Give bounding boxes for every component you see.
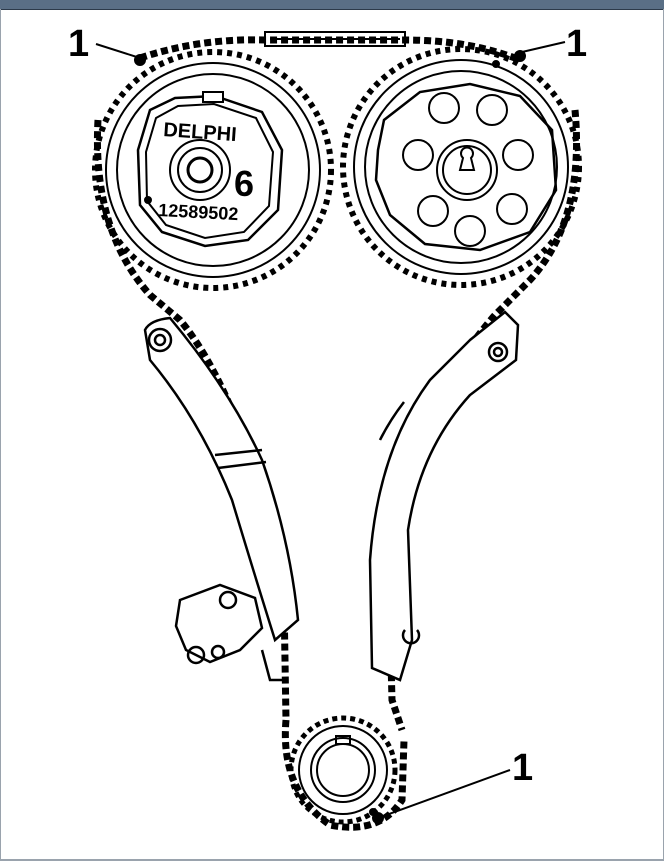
window-title-bar [0,0,664,10]
window-bottom-bar [0,860,664,868]
callout-1-top-left: 1 [68,23,89,65]
callout-leader-top-right [521,41,566,53]
sprocket-part-number: 12589502 [158,200,239,224]
sprocket-mark: 6 [234,163,254,204]
chain-tensioner [174,583,282,682]
sprocket-brand-label: DELPHI [163,119,238,146]
right-chain-guide [368,310,520,682]
timing-mark-bottom [372,812,384,824]
tensioner-arm [143,316,300,643]
callout-1-bottom: 1 [512,747,533,789]
crankshaft-sprocket [288,715,398,825]
left-camshaft-sprocket [92,49,334,291]
right-camshaft-sprocket [340,46,582,288]
callout-leader-bottom [377,769,511,819]
timing-chain [93,36,581,831]
timing-mark-top-right [514,50,526,62]
timing-mark-top-left [134,54,146,66]
callout-1-top-right: 1 [566,23,587,65]
callout-leader-top-left [95,43,141,59]
